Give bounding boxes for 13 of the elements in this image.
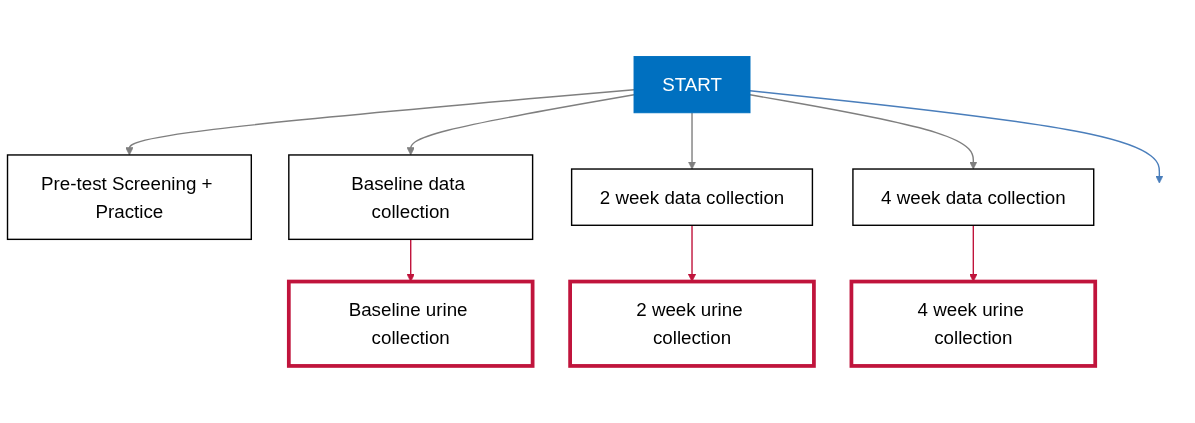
node-box: Baseline data collection: [288, 154, 534, 241]
node-box: 2 week urine collection: [568, 279, 816, 369]
arrow: [406, 94, 635, 156]
node-box: 4 week urine collection: [849, 279, 1098, 369]
node-box: 4 week data collection: [852, 168, 1095, 227]
node-box: START: [633, 56, 751, 114]
arrow: [749, 90, 1164, 184]
node-box: 2 week data collection: [570, 168, 814, 227]
node-box: Pre-test Screening + Practice: [6, 154, 252, 241]
arrow: [125, 89, 635, 156]
arrow: [687, 112, 697, 170]
node-box: Baseline urine collection: [286, 279, 535, 369]
arrow: [749, 94, 978, 170]
